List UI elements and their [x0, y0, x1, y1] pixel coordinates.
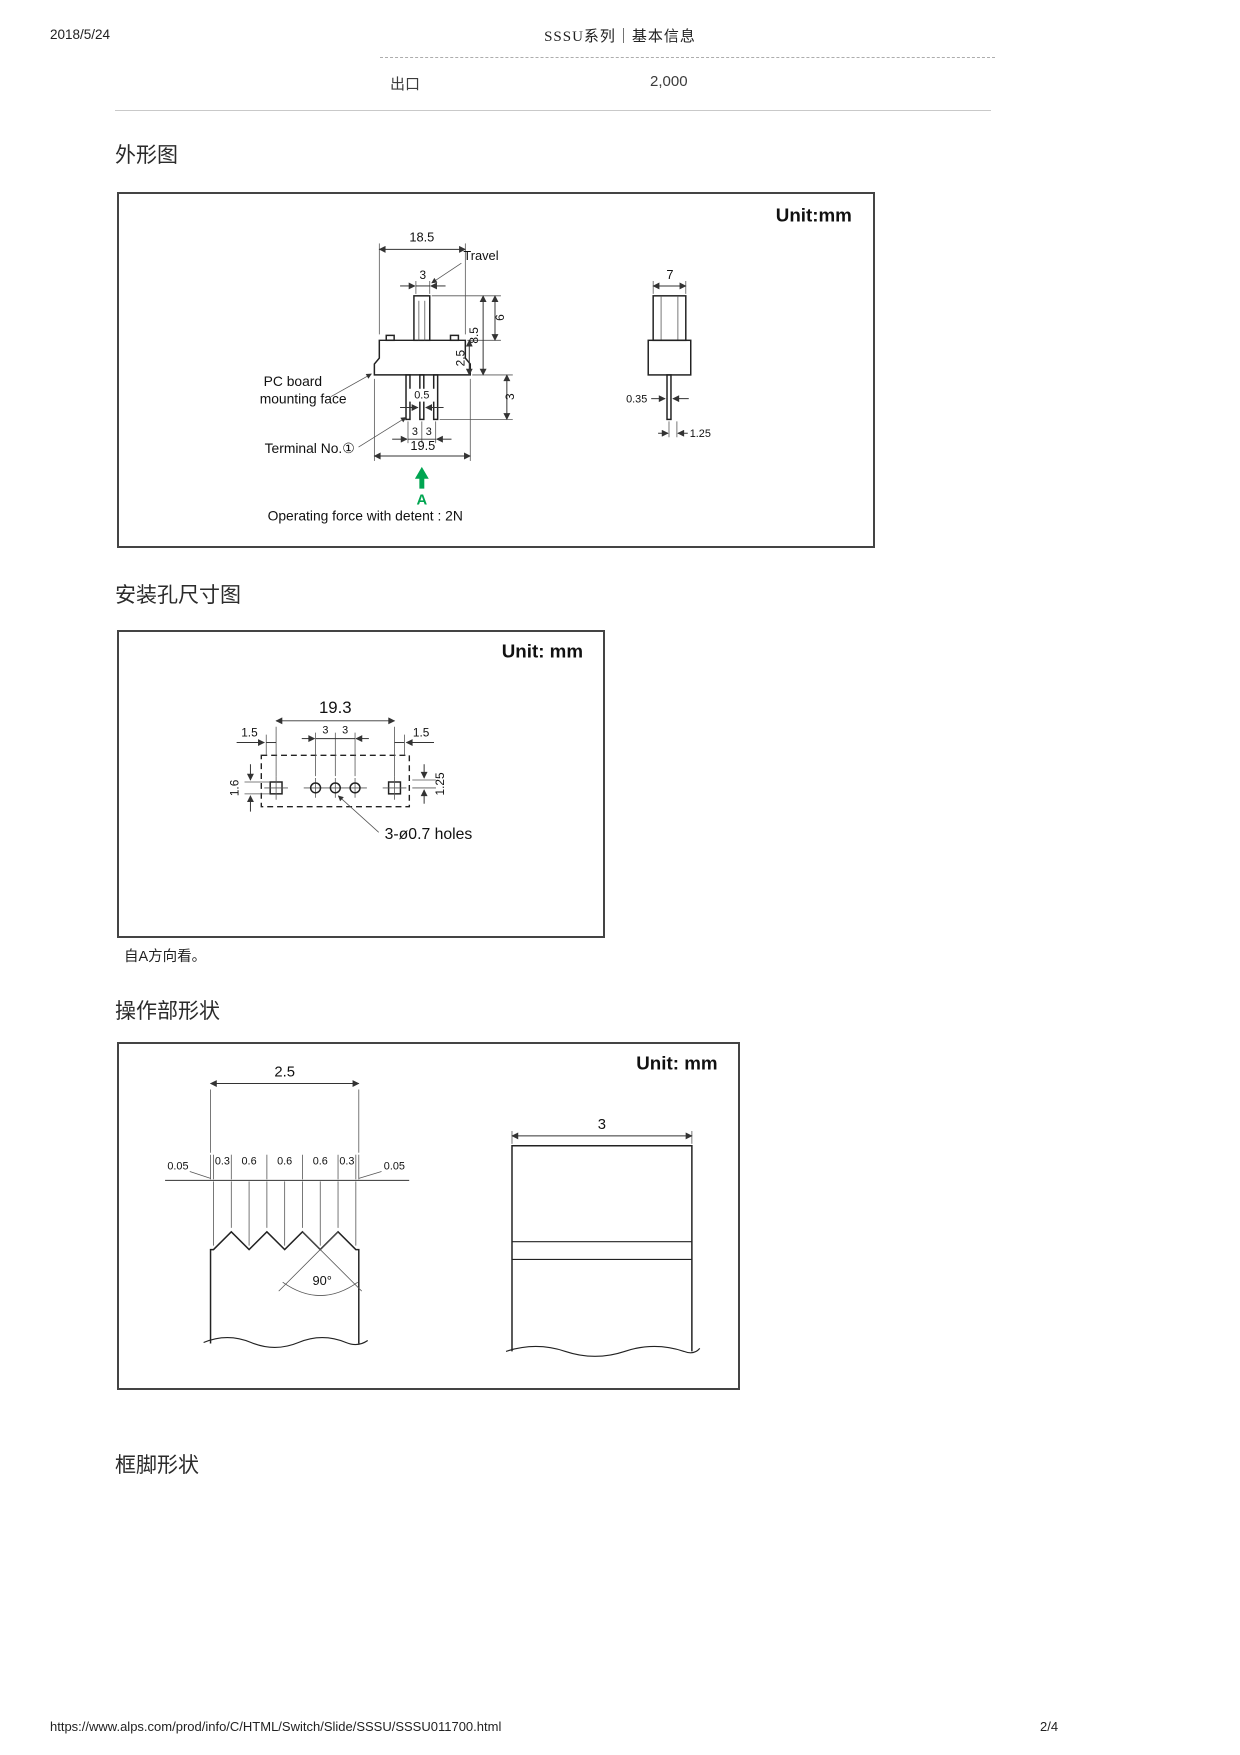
dim-knob-side-width: 3 [598, 1117, 606, 1133]
dim-tooth-1: 0.6 [242, 1156, 257, 1168]
view-marker-label: A [416, 492, 427, 508]
dim-edge-right: 0.05 [384, 1161, 405, 1173]
dim-terminal-thickness: 0.35 [626, 394, 647, 406]
dim-pitch-left: 3 [412, 426, 418, 438]
dim-terminal-length: 3 [503, 393, 517, 400]
dim-knob-width: 2.5 [274, 1065, 295, 1081]
outline-drawing-box: Unit:mm 18.5 [117, 192, 875, 548]
outline-drawing-svg: Unit:mm 18.5 [260, 205, 852, 524]
footer-page-number: 2/4 [1040, 1719, 1059, 1734]
label-pc-board-1: PC board [264, 373, 322, 389]
operating-drawing-box: Unit: mm 2.5 0.05 0.3 0 [117, 1042, 740, 1390]
dim-margin-right: 1.5 [413, 726, 430, 740]
mounting-pattern: 19.3 3 3 1.5 1.5 [228, 698, 473, 843]
side-terminal [666, 374, 672, 421]
knob-side-outline [511, 1145, 693, 1352]
mounting-unit-label: Unit: mm [502, 641, 583, 662]
dim-tooth-right: 0.3 [339, 1156, 354, 1168]
outline-side-view: 7 0.35 1.25 [626, 267, 711, 440]
break-line-left [203, 1336, 369, 1349]
header-date: 2018/5/24 [50, 27, 111, 42]
break-line-right [505, 1345, 701, 1357]
holes-note: 3-ø0.7 holes [385, 826, 473, 843]
label-travel: Travel [463, 248, 498, 263]
side-knob [652, 295, 687, 342]
mounting-caption: 自A方向看。 [124, 949, 207, 965]
knurled-knob-profile [209, 1230, 360, 1344]
dim-span: 19.3 [319, 698, 352, 717]
table-cell-value: 2,000 [650, 73, 688, 90]
dim-total-height: 8.5 [467, 327, 481, 344]
side-body [647, 339, 692, 376]
dim-body-depth: 2.5 [453, 349, 467, 366]
dim-mounting-width: 19.5 [410, 438, 435, 453]
section-title-frame: 框脚形状 [115, 1454, 199, 1477]
knob-side-view: 3 [505, 1117, 701, 1357]
dim-tooth-angle: 90° [313, 1273, 332, 1288]
dim-edge-left: 0.05 [167, 1161, 188, 1173]
dim-margin-left: 1.5 [241, 726, 258, 740]
hole-1 [309, 782, 322, 794]
outline-unit-label: Unit:mm [776, 205, 852, 226]
body-tab-right [449, 334, 460, 342]
header-title: SSSU系列｜基本信息 [544, 29, 696, 45]
dim-knob-height: 6 [493, 314, 507, 321]
section-title-outline: 外形图 [115, 144, 178, 167]
dim-hole-pitch-right: 3 [342, 725, 348, 737]
operating-unit-label: Unit: mm [636, 1053, 717, 1074]
section-title-operating: 操作部形状 [115, 1000, 220, 1023]
dim-side-width: 7 [666, 267, 673, 282]
mounting-drawing-svg: Unit: mm [228, 641, 583, 844]
outline-front-view: 18.5 3 Travel 2.5 8.5 6 [260, 229, 517, 523]
dim-hole-pitch-left: 3 [322, 725, 328, 737]
operating-drawing-svg: Unit: mm 2.5 0.05 0.3 0 [165, 1053, 718, 1357]
dim-tooth-left: 0.3 [215, 1156, 230, 1168]
table-dashed-divider [380, 57, 995, 58]
dim-travel: 3 [420, 268, 427, 282]
dim-terminal-width: 0.5 [414, 390, 429, 402]
table-cell-label: 出口 [390, 76, 421, 93]
dim-pitch-right: 3 [426, 426, 432, 438]
slider-knob [413, 295, 431, 342]
hole-2 [329, 782, 341, 794]
footer-url: https://www.alps.com/prod/info/C/HTML/Sw… [50, 1719, 502, 1734]
view-direction-arrow-icon [414, 466, 429, 489]
body-tab-left [385, 334, 395, 342]
mounting-drawing-box: Unit: mm [117, 630, 605, 938]
label-terminal-no1: Terminal No.① [265, 440, 355, 456]
dim-overall-width: 18.5 [409, 229, 434, 244]
operating-force-note: Operating force with detent : 2N [268, 507, 463, 523]
dim-tooth-3: 0.6 [313, 1156, 328, 1168]
label-pc-board-2: mounting face [260, 391, 347, 407]
dim-tooth-2: 0.6 [277, 1156, 292, 1168]
dim-hole-offset: 1.25 [433, 772, 447, 795]
dim-pad-height: 1.6 [228, 779, 242, 796]
table-bottom-divider [115, 110, 991, 111]
section-title-mounting: 安装孔尺寸图 [115, 584, 241, 607]
knob-knurl-view: 2.5 0.05 0.3 0.6 0.6 0.6 0.3 0.05 [165, 1065, 410, 1349]
dim-terminal-offset: 1.25 [690, 428, 711, 440]
hole-3 [349, 782, 361, 794]
